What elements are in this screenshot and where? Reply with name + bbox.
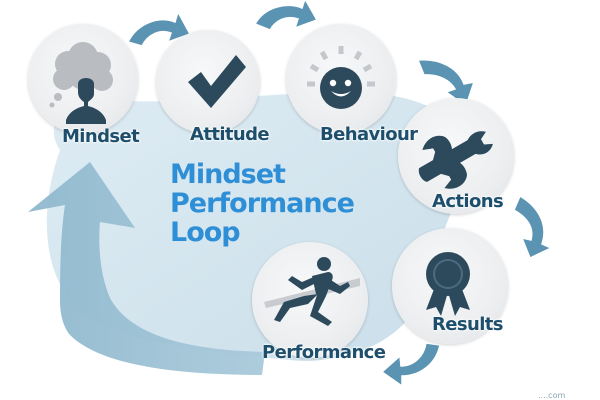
- arrow-attitude-to-behaviour: [253, 0, 319, 31]
- wrench-icon: [418, 131, 493, 189]
- node-mindset: [28, 24, 138, 134]
- title-line-1: Mindset: [170, 159, 286, 190]
- node-actions: [398, 98, 514, 214]
- node-attitude: [156, 30, 260, 134]
- label-results: Results: [432, 314, 503, 335]
- label-actions: Actions: [432, 191, 504, 212]
- diagram-title: Mindset Performance Loop: [170, 159, 355, 248]
- arrow-actions-to-results: [513, 194, 553, 260]
- arrow-results-to-performance: [380, 342, 441, 388]
- label-mindset: Mindset: [62, 126, 140, 147]
- person-thinking-icon: [49, 42, 113, 124]
- title-line-3: Loop: [170, 217, 241, 248]
- award-ribbon-icon: [426, 252, 470, 316]
- checkmark-icon: [188, 55, 246, 108]
- label-attitude: Attitude: [190, 124, 270, 145]
- return-arrow: [28, 162, 265, 375]
- title-line-2: Performance: [170, 188, 355, 219]
- runner-icon: [264, 257, 360, 326]
- node-performance: [252, 242, 368, 358]
- node-behaviour: [286, 24, 396, 134]
- node-results: [392, 228, 508, 344]
- label-behaviour: Behaviour: [320, 124, 418, 145]
- source-credit: ....com: [538, 391, 566, 400]
- label-performance: Performance: [262, 342, 386, 363]
- smiley-icon: [307, 46, 375, 109]
